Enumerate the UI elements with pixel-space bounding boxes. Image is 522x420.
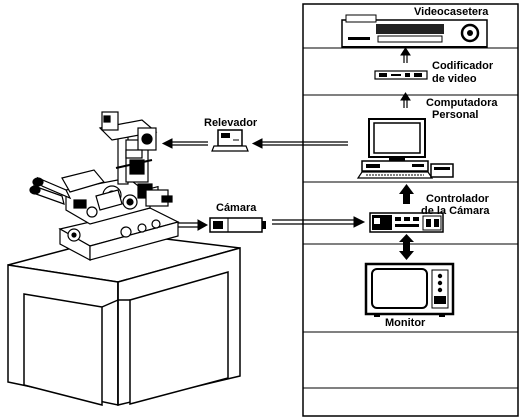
microscope-icon — [30, 112, 178, 260]
table-icon — [8, 234, 240, 405]
relay-icon — [212, 130, 248, 151]
camera-icon — [210, 218, 266, 232]
arrow-controller-to-pc — [399, 184, 414, 204]
arrow-camera-to-controller — [272, 217, 364, 227]
camera-controller-label-line1: Controlador — [426, 194, 489, 205]
personal-computer-label-line1: Computadora — [426, 98, 498, 109]
monitor-icon — [366, 264, 453, 317]
vcr-icon — [342, 15, 487, 47]
video-encoder-icon — [375, 71, 427, 79]
arrow-controller-to-monitor — [399, 234, 414, 260]
camera-controller-label-line2: de la Cámara — [421, 206, 489, 217]
arrow-encoder-to-vcr — [401, 48, 410, 63]
arrow-pc-to-relay — [253, 139, 348, 148]
video-encoder-label-line1: Codificador — [432, 61, 493, 72]
vcr-label: Videocasetera — [414, 7, 488, 18]
arrow-relay-to-microscope — [163, 139, 208, 148]
video-encoder-label-line2: de video — [432, 74, 477, 85]
monitor-label: Monitor — [385, 318, 425, 329]
relay-label: Relevador — [204, 118, 257, 129]
personal-computer-icon — [358, 119, 453, 178]
personal-computer-label-line2: Personal — [432, 110, 478, 121]
camera-label: Cámara — [216, 203, 256, 214]
